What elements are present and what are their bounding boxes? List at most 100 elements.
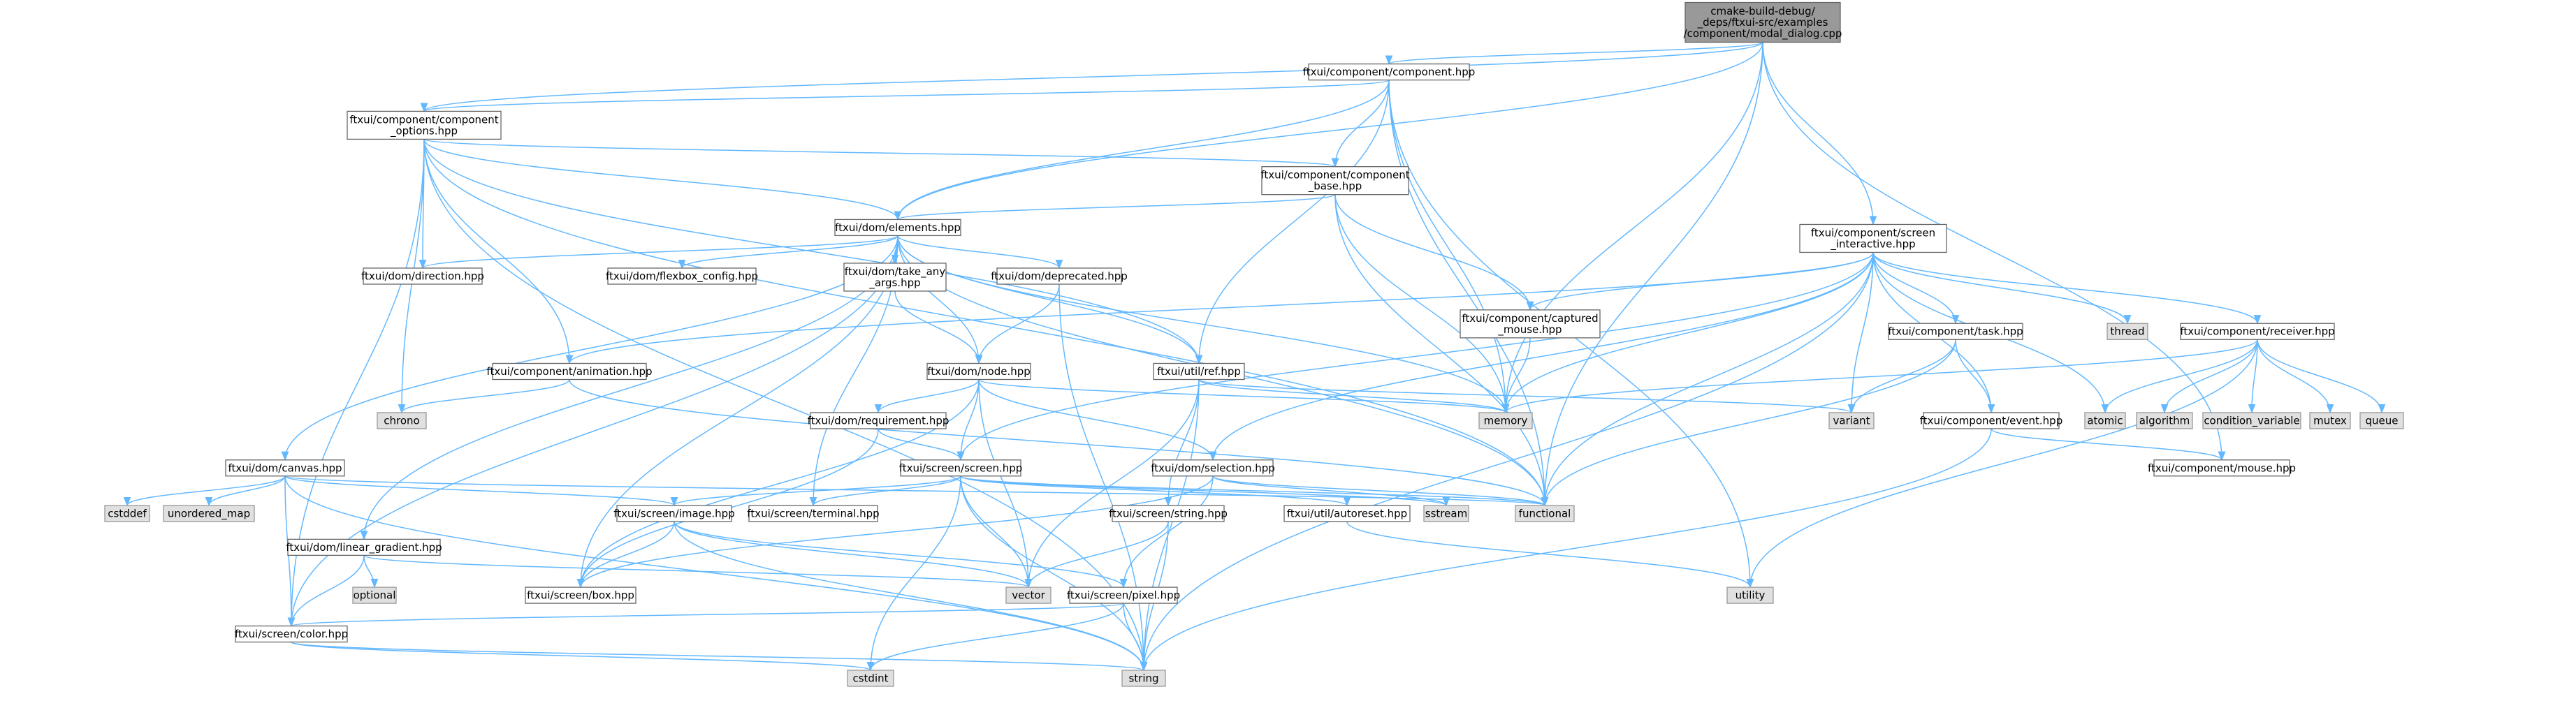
edge-component-options-to-functional bbox=[423, 139, 1549, 507]
node-receiver[interactable]: ftxui/component/receiver.hpp bbox=[2180, 323, 2335, 340]
node-box bbox=[352, 586, 397, 604]
edge-ref-to-memory bbox=[1198, 378, 1510, 414]
edge-animation-to-functional bbox=[569, 379, 1549, 507]
node-optional: optional bbox=[352, 586, 397, 604]
node-label: queue bbox=[2366, 414, 2399, 427]
node-screen-interactive[interactable]: ftxui/component/screen_interactive.hpp bbox=[1799, 223, 1947, 253]
node-linear-gradient[interactable]: ftxui/dom/linear_gradient.hpp bbox=[286, 538, 442, 556]
node-label: algorithm bbox=[2139, 414, 2190, 427]
node-label: ftxui/component/screen bbox=[1811, 226, 1935, 239]
edge-linear-gradient-to-vector bbox=[363, 554, 1032, 589]
node-captured-mouse[interactable]: ftxui/component/captured_mouse.hpp bbox=[1460, 309, 1601, 339]
edge-component-hpp-to-memory bbox=[1388, 80, 1510, 414]
edge-component-hpp-to-ref bbox=[1195, 80, 1390, 364]
node-label: utility bbox=[1735, 589, 1766, 602]
node-selection[interactable]: ftxui/dom/selection.hpp bbox=[1151, 459, 1275, 477]
node-elements[interactable]: ftxui/dom/elements.hpp bbox=[834, 219, 961, 237]
node-direction[interactable]: ftxui/dom/direction.hpp bbox=[361, 267, 484, 285]
node-chrono: chrono bbox=[377, 412, 427, 429]
node-label: chrono bbox=[384, 414, 419, 427]
edge-screen-hpp-to-terminal bbox=[809, 475, 961, 507]
node-vector: vector bbox=[1005, 586, 1051, 604]
node-root[interactable]: cmake-build-debug/_deps/ftxui-src/exampl… bbox=[1684, 1, 1842, 43]
node-component-base[interactable]: ftxui/component/component_base.hpp bbox=[1260, 166, 1410, 195]
node-label: ftxui/dom/elements.hpp bbox=[835, 221, 961, 234]
node-event[interactable]: ftxui/component/event.hpp bbox=[1920, 412, 2062, 429]
edge-selection-to-functional bbox=[1212, 475, 1549, 507]
node-flexbox-config[interactable]: ftxui/dom/flexbox_config.hpp bbox=[606, 267, 758, 285]
edge-ref-to-vector bbox=[1024, 379, 1200, 589]
node-box bbox=[1684, 1, 1841, 43]
node-label: ftxui/screen/image.hpp bbox=[613, 507, 734, 519]
node-label: cstddef bbox=[108, 507, 147, 519]
node-mouse[interactable]: ftxui/component/mouse.hpp bbox=[2148, 459, 2296, 477]
node-color[interactable]: ftxui/screen/color.hpp bbox=[235, 625, 348, 643]
edge-root-to-component-hpp bbox=[1385, 41, 1763, 65]
edge-requirement-to-screen-hpp bbox=[878, 428, 965, 462]
node-screen-hpp[interactable]: ftxui/screen/screen.hpp bbox=[899, 459, 1023, 477]
node-box bbox=[1153, 362, 1245, 381]
node-component-options[interactable]: ftxui/component/component_options.hpp bbox=[347, 110, 502, 140]
node-box bbox=[2106, 323, 2148, 340]
edge-event-to-mouse bbox=[1991, 428, 2226, 462]
node-box bbox=[1005, 586, 1051, 604]
node-autoreset[interactable]: ftxui/util/autoreset.hpp bbox=[1283, 505, 1411, 522]
edge-elements-to-node bbox=[897, 235, 983, 364]
edge-root-to-memory bbox=[1501, 42, 1763, 414]
node-task[interactable]: ftxui/component/task.hpp bbox=[1888, 323, 2023, 340]
node-take-any-args[interactable]: ftxui/dom/take_any_args.hpp bbox=[843, 263, 947, 292]
edge-receiver-to-atomic bbox=[2101, 339, 2258, 414]
node-label: condition_variable bbox=[2204, 414, 2299, 427]
node-label: ftxui/dom/requirement.hpp bbox=[808, 414, 949, 427]
node-deprecated[interactable]: ftxui/dom/deprecated.hpp bbox=[991, 267, 1128, 285]
node-animation[interactable]: ftxui/component/animation.hpp bbox=[486, 362, 653, 381]
node-box bbox=[1112, 505, 1225, 522]
node-box bbox=[2359, 412, 2404, 429]
node-variant: variant bbox=[1828, 412, 1875, 429]
node-pixel[interactable]: ftxui/screen/pixel.hpp bbox=[1067, 586, 1180, 604]
edge-node-to-screen-hpp bbox=[956, 379, 980, 462]
node-box bbox=[363, 267, 483, 285]
edge-selection-to-box bbox=[576, 475, 1214, 589]
node-terminal[interactable]: ftxui/screen/terminal.hpp bbox=[747, 505, 880, 522]
edge-component-options-to-string bbox=[423, 139, 1148, 672]
edge-node-to-selection bbox=[978, 379, 1217, 462]
node-label: ftxui/component/component.hpp bbox=[1303, 66, 1476, 78]
edge-receiver-to-algorithm bbox=[2160, 339, 2258, 414]
node-component-hpp[interactable]: ftxui/component/component.hpp bbox=[1303, 63, 1476, 81]
node-box[interactable]: ftxui/screen/box.hpp bbox=[525, 586, 636, 604]
edge-animation-to-chrono bbox=[398, 379, 570, 414]
node-ref[interactable]: ftxui/util/ref.hpp bbox=[1153, 362, 1245, 381]
node-atomic: atomic bbox=[2084, 412, 2126, 429]
node-box bbox=[1799, 223, 1947, 253]
node-box bbox=[996, 267, 1122, 285]
edge-component-base-to-elements bbox=[894, 193, 1336, 221]
node-box bbox=[2084, 412, 2126, 429]
node-label: unordered_map bbox=[168, 507, 250, 520]
edge-screen-interactive-to-captured-mouse bbox=[1526, 252, 1874, 311]
node-string: string bbox=[1121, 670, 1166, 687]
node-string-hpp[interactable]: ftxui/screen/string.hpp bbox=[1109, 505, 1228, 522]
node-box bbox=[2136, 412, 2193, 429]
node-image[interactable]: ftxui/screen/image.hpp bbox=[613, 505, 735, 522]
edge-receiver-to-mutex bbox=[2257, 339, 2334, 414]
node-label: ftxui/dom/direction.hpp bbox=[361, 270, 484, 282]
node-box bbox=[1460, 309, 1601, 339]
edge-image-to-pixel bbox=[674, 521, 1128, 589]
node-label: ftxui/util/autoreset.hpp bbox=[1287, 507, 1407, 519]
edge-component-options-to-elements bbox=[423, 139, 902, 221]
node-requirement[interactable]: ftxui/dom/requirement.hpp bbox=[808, 412, 949, 429]
edge-task-to-variant bbox=[1847, 339, 1956, 414]
node-label: _deps/ftxui-src/examples bbox=[1697, 16, 1828, 29]
nodes-layer: cmake-build-debug/_deps/ftxui-src/exampl… bbox=[104, 1, 2404, 687]
node-box bbox=[1828, 412, 1875, 429]
node-label: memory bbox=[1484, 414, 1528, 427]
edge-root-to-screen-interactive bbox=[1762, 42, 1877, 226]
node-box bbox=[843, 263, 947, 292]
node-node[interactable]: ftxui/dom/node.hpp bbox=[926, 362, 1031, 381]
node-utility: utility bbox=[1726, 586, 1774, 604]
node-box bbox=[926, 362, 1031, 381]
edge-component-base-to-captured-mouse bbox=[1334, 194, 1534, 311]
node-canvas[interactable]: ftxui/dom/canvas.hpp bbox=[225, 459, 345, 477]
node-queue: queue bbox=[2359, 412, 2404, 429]
